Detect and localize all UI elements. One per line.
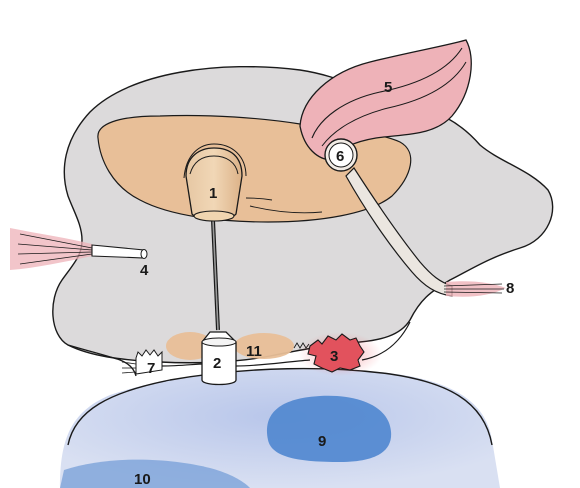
label-5: 5 bbox=[384, 79, 392, 96]
label-11: 11 bbox=[246, 343, 262, 360]
structure-8-fringe bbox=[444, 281, 506, 296]
blob-11-right bbox=[234, 333, 294, 359]
label-4: 4 bbox=[140, 262, 149, 279]
region-9-dark-blue bbox=[267, 396, 391, 462]
label-9: 9 bbox=[318, 433, 326, 450]
label-2: 2 bbox=[213, 355, 221, 372]
label-8: 8 bbox=[506, 280, 514, 297]
label-10: 10 bbox=[134, 471, 151, 488]
label-6: 6 bbox=[336, 148, 344, 165]
label-7: 7 bbox=[147, 360, 155, 377]
label-3: 3 bbox=[330, 348, 338, 365]
label-1: 1 bbox=[209, 185, 217, 202]
